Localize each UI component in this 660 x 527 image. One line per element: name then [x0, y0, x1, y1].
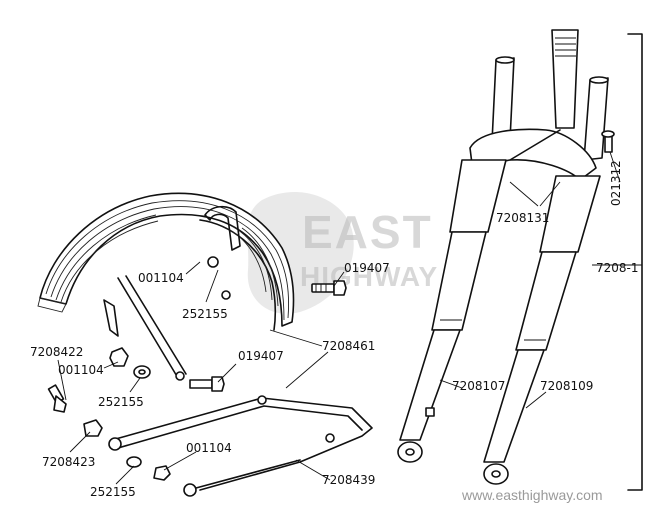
label-7208422: 7208422 [30, 345, 83, 359]
label-7208131: 7208131 [496, 211, 549, 225]
label-252155-upper: 252155 [182, 307, 228, 321]
label-7208107: 7208107 [452, 379, 505, 393]
label-7208-1: 7208-1 [596, 261, 639, 275]
label-001104-upper: 001104 [138, 271, 184, 285]
label-021312: 021312 [609, 160, 623, 206]
label-252155-middle: 252155 [98, 395, 144, 409]
front-fender [37, 192, 295, 381]
label-001104-middle: 001104 [58, 363, 104, 377]
part-labels: 021312 7208131 7208-1 001104 019407 2521… [30, 160, 639, 499]
label-7208423: 7208423 [42, 455, 95, 469]
label-019407-lower: 019407 [238, 349, 284, 363]
label-001104-lower: 001104 [186, 441, 232, 455]
hardware-left [47, 347, 225, 437]
fender-body [39, 192, 295, 327]
label-252155-lower: 252155 [90, 485, 136, 499]
front-fork-assembly [397, 29, 615, 485]
label-7208439: 7208439 [322, 473, 375, 487]
label-7208461: 7208461 [322, 339, 375, 353]
website-watermark: www.easthighway.com [461, 487, 603, 503]
watermark-line-1: EAST [302, 206, 433, 258]
label-019407-upper: 019407 [344, 261, 390, 275]
leader-lines [57, 151, 642, 485]
bolt-019407-upper [311, 280, 347, 296]
label-7208109: 7208109 [540, 379, 593, 393]
assembly-bracket [627, 33, 643, 491]
